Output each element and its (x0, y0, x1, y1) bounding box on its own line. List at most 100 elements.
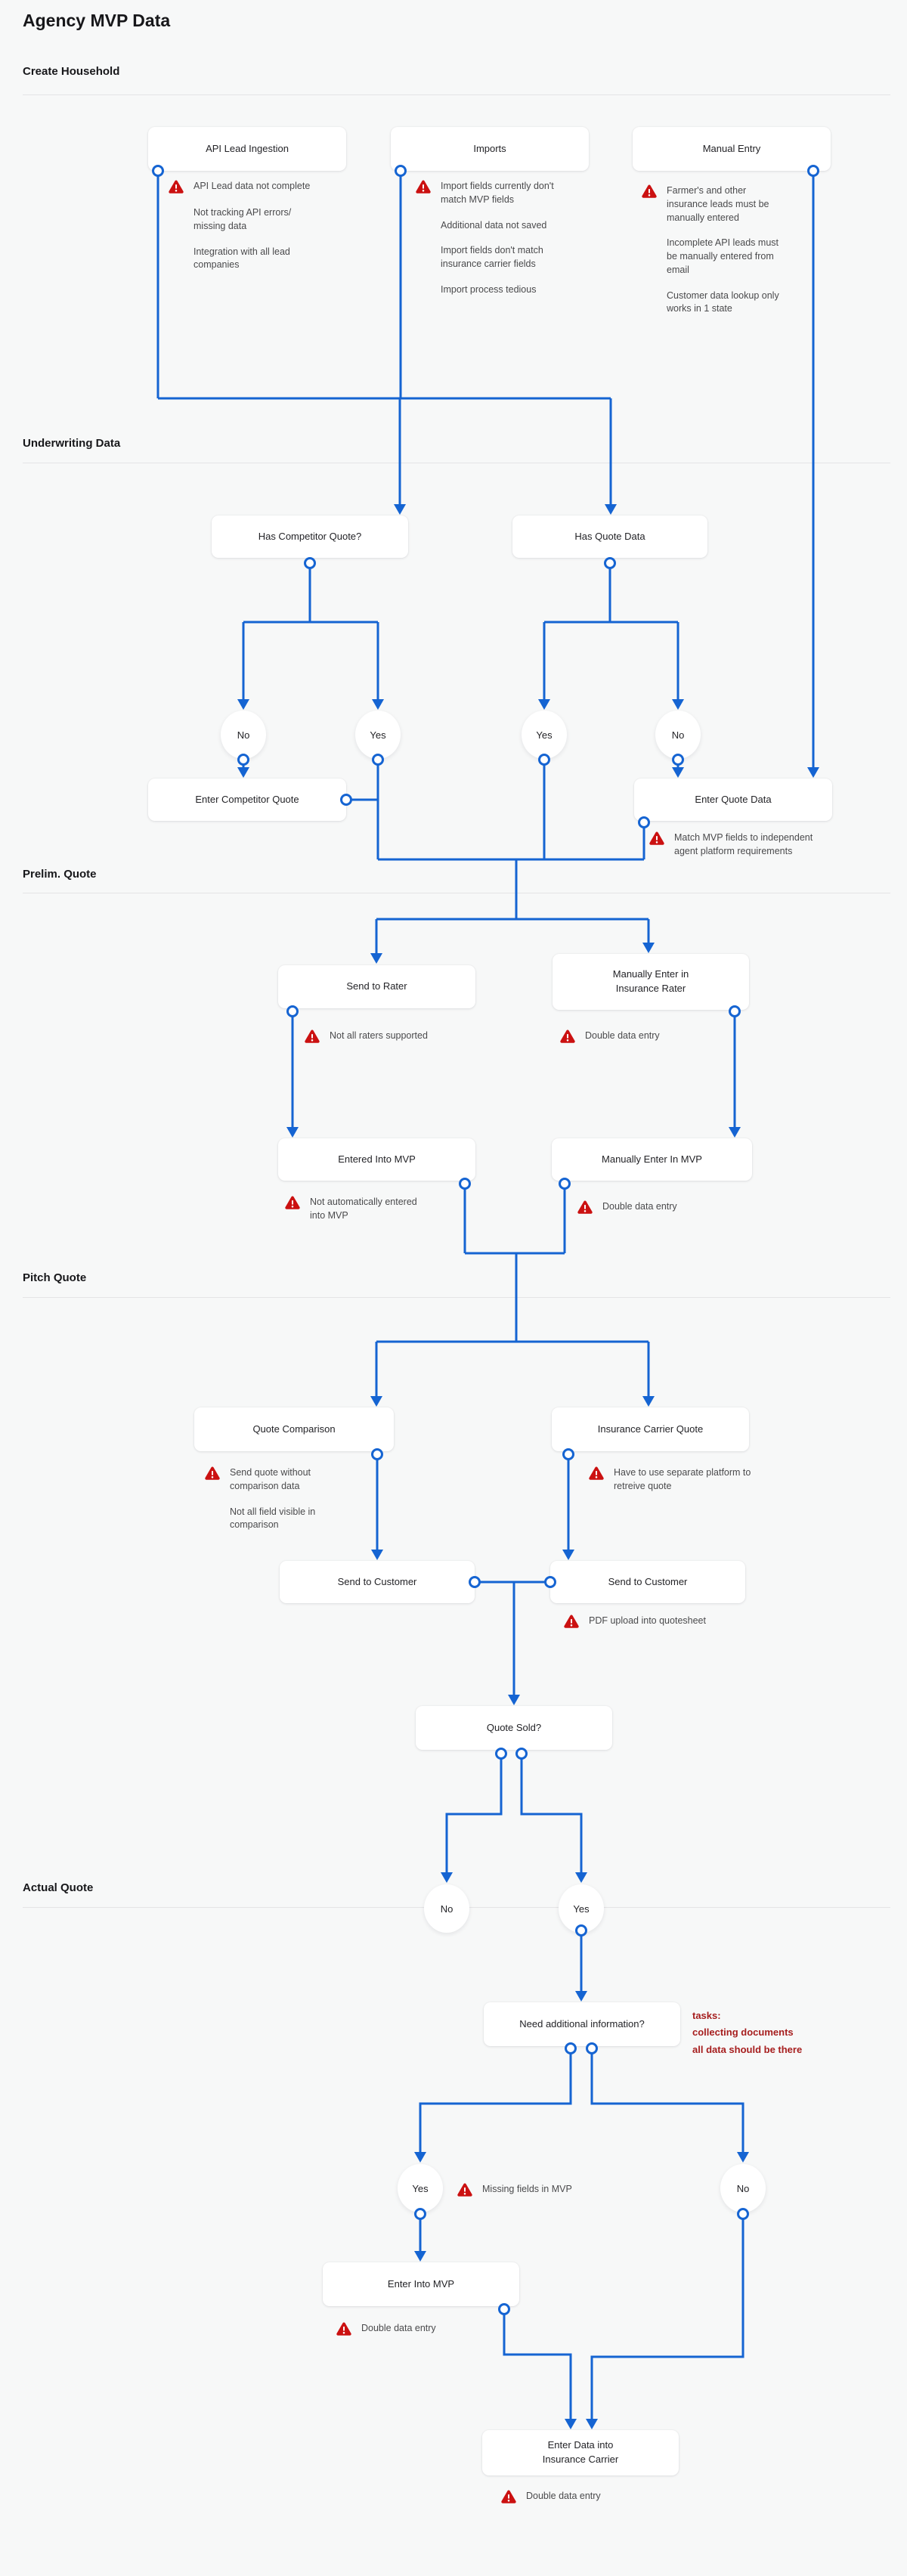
node-enter-into-mvp[interactable]: Enter Into MVP (323, 2262, 519, 2306)
node-label: Manual Entry (702, 142, 761, 154)
decision-ellipse-no[interactable]: No (655, 711, 701, 759)
connector-port[interactable] (604, 557, 616, 569)
connector-port[interactable] (304, 557, 316, 569)
decision-ellipse-yes[interactable]: Yes (355, 711, 401, 759)
connector-port[interactable] (498, 2303, 510, 2315)
warning-note-manual-entry: Farmer's and other insurance leads must … (641, 184, 792, 328)
node-quote-comparison[interactable]: Quote Comparison (194, 1407, 394, 1451)
annotation-line: tasks: (692, 2010, 721, 2021)
node-api-lead-ingestion[interactable]: API Lead Ingestion (148, 127, 346, 171)
connector-port[interactable] (237, 754, 249, 766)
connector-port[interactable] (538, 754, 550, 766)
connector-port[interactable] (152, 165, 164, 177)
node-label: Quote Sold? (486, 1721, 542, 1733)
warning-icon (285, 1196, 300, 1209)
connector-port[interactable] (729, 1005, 741, 1017)
node-label: Enter Data into (547, 2439, 614, 2451)
node-label: Entered Into MVP (338, 1153, 416, 1165)
connector-port[interactable] (340, 794, 352, 806)
warning-icon (305, 1029, 320, 1043)
warning-note-manual-rater: Double data entry (559, 1029, 660, 1044)
node-imports[interactable]: Imports (391, 127, 589, 171)
warning-icon (169, 180, 184, 194)
warning-icon (560, 1029, 575, 1043)
node-enter-data-into-insurance-carrier[interactable]: Enter Data into Insurance Carrier (482, 2430, 679, 2475)
decision-ellipse-yes[interactable]: Yes (398, 2164, 443, 2212)
connector-port[interactable] (469, 1576, 481, 1588)
node-label: Need additional information? (519, 2017, 645, 2030)
connector-port[interactable] (575, 1924, 587, 1937)
decision-label: Yes (370, 729, 386, 741)
warning-note-api-lead: API Lead data not complete Not tracking … (168, 180, 323, 284)
connector-port[interactable] (559, 1178, 571, 1190)
node-label: Enter Into MVP (387, 2277, 455, 2290)
connector-port[interactable] (807, 165, 819, 177)
decision-ellipse-no[interactable]: No (720, 2164, 766, 2212)
node-label: Send to Customer (608, 1575, 688, 1587)
node-insurance-carrier-quote[interactable]: Insurance Carrier Quote (552, 1407, 749, 1451)
section-create-household: Create Household (23, 65, 120, 78)
warning-note-enter-quote-data: Match MVP fields to independent agent pl… (649, 831, 830, 859)
connector-port[interactable] (515, 1748, 528, 1760)
node-enter-quote-data[interactable]: Enter Quote Data (634, 779, 832, 821)
connector-port[interactable] (672, 754, 684, 766)
warning-note-missing-fields: Missing fields in MVP (457, 2183, 572, 2197)
warning-note-enter-into-mvp: Double data entry (336, 2322, 436, 2336)
connector-port[interactable] (371, 1448, 383, 1460)
node-label: Has Competitor Quote? (258, 530, 362, 542)
connector-port[interactable] (737, 2208, 749, 2220)
warning-icon (457, 2183, 472, 2197)
connector-port[interactable] (562, 1448, 574, 1460)
node-manual-entry[interactable]: Manual Entry (633, 127, 831, 171)
annotation-line: collecting documents (692, 2026, 794, 2039)
connector-port[interactable] (395, 165, 407, 177)
decision-label: Yes (536, 729, 553, 741)
warning-icon (205, 1466, 220, 1480)
decision-label: No (237, 729, 250, 741)
connector-port[interactable] (459, 1178, 471, 1190)
connector-port[interactable] (638, 816, 650, 828)
decision-label: No (671, 729, 685, 741)
connector-port[interactable] (586, 2042, 598, 2054)
section-prelim-quote: Prelim. Quote (23, 868, 97, 881)
node-quote-sold[interactable]: Quote Sold? (416, 1706, 612, 1750)
warning-note-rater: Not all raters supported (304, 1029, 428, 1044)
warning-icon (336, 2322, 351, 2336)
warning-note-entered-mvp: Not automatically entered into MVP (284, 1196, 435, 1223)
node-label: Enter Competitor Quote (195, 793, 299, 805)
warning-icon (649, 831, 664, 845)
node-label: Manually Enter In MVP (602, 1153, 702, 1165)
node-has-competitor-quote[interactable]: Has Competitor Quote? (212, 516, 408, 558)
decision-label: No (736, 2182, 750, 2194)
node-enter-competitor-quote[interactable]: Enter Competitor Quote (148, 779, 346, 821)
node-label: Imports (473, 142, 506, 154)
node-send-to-rater[interactable]: Send to Rater (278, 965, 475, 1008)
node-send-to-customer-left[interactable]: Send to Customer (280, 1561, 475, 1603)
decision-ellipse-yes[interactable]: Yes (522, 711, 567, 759)
connector-port[interactable] (544, 1576, 556, 1588)
section-divider (23, 94, 890, 95)
node-manually-enter-insurance-rater[interactable]: Manually Enter in Insurance Rater (553, 954, 749, 1010)
connector-port[interactable] (372, 754, 384, 766)
node-need-additional-information[interactable]: Need additional information? (484, 2002, 680, 2046)
section-pitch-quote: Pitch Quote (23, 1271, 87, 1284)
node-label: Insurance Carrier (542, 2454, 619, 2465)
decision-ellipse-no[interactable]: No (424, 1884, 469, 1933)
node-label: Send to Customer (337, 1575, 417, 1587)
node-send-to-customer-right[interactable]: Send to Customer (550, 1561, 745, 1603)
node-has-quote-data[interactable]: Has Quote Data (512, 516, 707, 558)
warning-note-pdf-upload: PDF upload into quotesheet (563, 1615, 706, 1629)
node-label: Send to Rater (346, 980, 407, 992)
connector-port[interactable] (495, 1748, 507, 1760)
decision-label: No (440, 1903, 454, 1915)
connector-port[interactable] (414, 2208, 426, 2220)
node-manually-enter-in-mvp[interactable]: Manually Enter In MVP (552, 1138, 752, 1181)
connector-port[interactable] (286, 1005, 299, 1017)
annotation-tasks: tasks: collecting documents all data sho… (692, 2008, 802, 2058)
node-entered-into-mvp[interactable]: Entered Into MVP (278, 1138, 475, 1181)
node-label: API Lead Ingestion (206, 142, 289, 154)
connector-port[interactable] (565, 2042, 577, 2054)
decision-ellipse-no[interactable]: No (221, 711, 266, 759)
